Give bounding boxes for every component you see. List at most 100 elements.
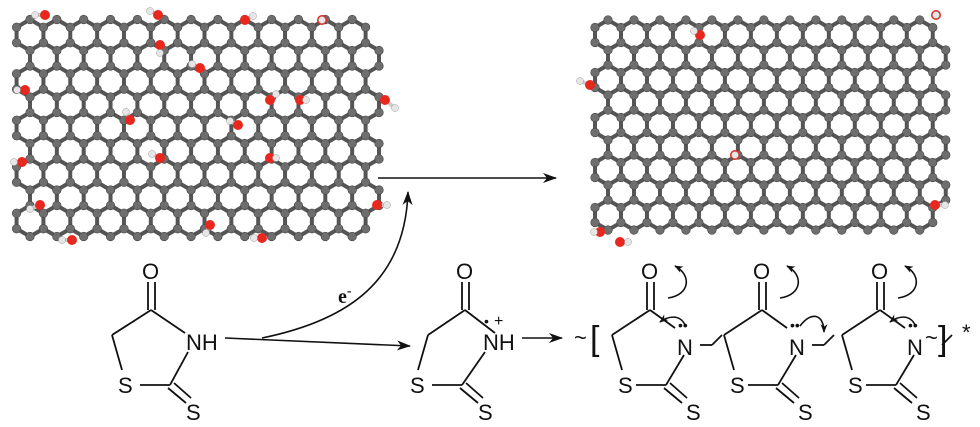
carbon-atom (681, 90, 691, 100)
atom-o: O (753, 259, 770, 284)
carbon-atom (902, 82, 912, 93)
carbon-atom (681, 225, 691, 235)
carbon-atom (785, 15, 795, 25)
carbon-atom (79, 92, 89, 102)
carbon-atom (360, 115, 371, 125)
carbon-atom (707, 180, 717, 190)
lone-pair-arrow (659, 314, 686, 326)
carbon-atom (941, 150, 951, 160)
carbon-atom (707, 135, 717, 145)
carbon-atom (320, 185, 330, 195)
carbon-atom (11, 224, 22, 234)
oxygen-atom (155, 40, 165, 50)
carbon-atom (876, 22, 886, 33)
carbon-atom (720, 127, 730, 138)
carbon-atom (65, 22, 75, 32)
carbon-atom (707, 150, 717, 160)
carbon-atom (616, 112, 626, 123)
carbon-atom (746, 82, 756, 93)
carbon-atom (213, 107, 223, 118)
carbon-atom (746, 217, 756, 228)
carbon-atom (213, 138, 223, 149)
carbon-atom (733, 195, 743, 205)
carbon-atom (889, 135, 899, 145)
carbon-atom (668, 112, 678, 123)
carbon-atom (772, 22, 782, 33)
carbon-atom (320, 107, 330, 118)
carbon-atom (213, 14, 223, 25)
carbon-atom (320, 231, 330, 242)
oxygen-atom (125, 115, 135, 125)
carbon-atom (65, 115, 75, 125)
carbon-atom (798, 82, 808, 93)
carbon-atom (374, 185, 384, 195)
carbon-atom (52, 138, 62, 149)
carbon-atom (811, 180, 821, 190)
carbon-atom (253, 115, 263, 125)
carbon-atom (837, 105, 847, 115)
hydrogen-atom (941, 201, 949, 209)
carbon-atom (811, 150, 821, 160)
carbon-atom (280, 131, 290, 141)
carbon-atom (199, 115, 210, 125)
atom-s-thione: S (186, 400, 201, 425)
carbon-atom (92, 162, 102, 172)
carbon-atom (720, 172, 730, 183)
carbon-atom (772, 217, 782, 228)
carbon-atom (334, 69, 344, 79)
carbon-atom (105, 200, 116, 211)
carbon-atom (889, 195, 899, 205)
carbon-atom (105, 231, 116, 242)
carbon-atom (92, 115, 102, 125)
carbon-atom (25, 231, 35, 242)
carbon-atom (850, 217, 860, 228)
carbon-atom (603, 180, 613, 190)
carbon-atom (38, 22, 49, 32)
carbon-atom (863, 90, 873, 100)
carbon-atom (146, 224, 156, 234)
carbon-atom (213, 185, 223, 195)
atom-nh: NH (483, 330, 515, 355)
carbon-atom (785, 225, 795, 235)
carbon-atom (759, 195, 769, 205)
carbon-atom (902, 217, 912, 228)
carbon-atom (173, 177, 183, 187)
carbon-atom (320, 92, 330, 102)
lone-pair: •• (790, 317, 800, 333)
carbon-atom (772, 202, 782, 213)
carbon-atom (733, 45, 743, 55)
oxygen-atom (257, 233, 267, 243)
carbon-atom (334, 162, 344, 172)
carbon-atom (334, 177, 344, 187)
carbon-atom (876, 217, 886, 228)
carbon-atom (253, 131, 263, 141)
electron-transfer-arrow (261, 191, 413, 339)
hydrogen-atom (272, 90, 280, 98)
carbon-atom (132, 14, 142, 25)
carbon-atom (65, 162, 75, 172)
electron-push-arrow (667, 265, 687, 299)
carbon-atom (347, 107, 357, 118)
carbon-atom (199, 131, 210, 141)
carbon-atom (603, 90, 613, 100)
carbon-atom (837, 225, 847, 235)
carbon-atom (253, 208, 263, 218)
carbon-atom (941, 45, 951, 55)
carbon-atom (863, 195, 873, 205)
carbon-atom (360, 22, 371, 32)
carbon-atom (629, 105, 639, 115)
lone-pair-arrow (889, 314, 916, 326)
atom-s-ring: S (618, 373, 633, 398)
carbon-atom (52, 154, 62, 164)
carbon-atom (119, 208, 129, 218)
reduced-graphene-oxide-sheet (576, 10, 951, 247)
carbon-atom (65, 38, 75, 48)
carbon-atom (837, 60, 847, 70)
carbon-atom (603, 15, 613, 25)
carbon-atom (720, 67, 730, 78)
carbon-atom (863, 135, 873, 145)
hydrogen-atom (624, 238, 632, 246)
carbon-atom (876, 157, 886, 168)
oxygen-atom (205, 220, 215, 230)
